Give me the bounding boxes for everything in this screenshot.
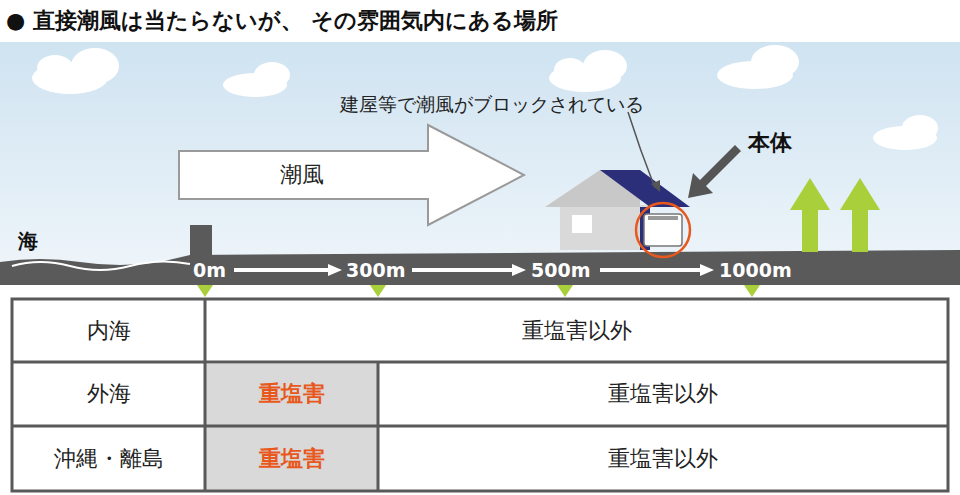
wind-arrow: 潮風 [176, 122, 528, 228]
distance-arrows [234, 264, 714, 276]
distance: 1000m [717, 259, 794, 281]
seawall [190, 225, 212, 257]
unit-label: 本体 [748, 128, 792, 158]
house [545, 170, 690, 250]
table-cell-heavy: 重塩害 [205, 362, 378, 426]
distance: 500m [529, 259, 592, 281]
leader-line [628, 112, 655, 188]
table-cell: 重塩害以外 [378, 426, 948, 491]
trees [790, 178, 880, 252]
distance: 300m [344, 259, 407, 281]
sea-label: 海 [18, 228, 38, 255]
clouds [32, 45, 938, 150]
wind-label: 潮風 [176, 151, 428, 199]
table-row-head: 沖縄・離島 [12, 426, 205, 491]
table-cell-heavy: 重塩害 [205, 426, 378, 491]
table-row-head: 内海 [12, 299, 205, 362]
callout-text: 建屋等で潮風がブロックされている [340, 92, 644, 118]
leader-head [651, 180, 660, 192]
unit-pointer-arrow [688, 145, 745, 198]
sea-wave [12, 261, 190, 270]
distance: 0m [191, 259, 228, 281]
outdoor-unit [636, 203, 690, 257]
title: ● 直接潮風は当たらないが、 その雰囲気内にある場所 [6, 6, 558, 36]
table-grid [12, 299, 948, 491]
wind-arrow-shape [176, 122, 528, 228]
sky [0, 42, 960, 272]
table-row-head: 外海 [12, 362, 205, 426]
table-cell: 重塩害以外 [205, 299, 948, 362]
table-cell: 重塩害以外 [378, 362, 948, 426]
position-markers [197, 285, 760, 297]
ground [0, 250, 960, 285]
